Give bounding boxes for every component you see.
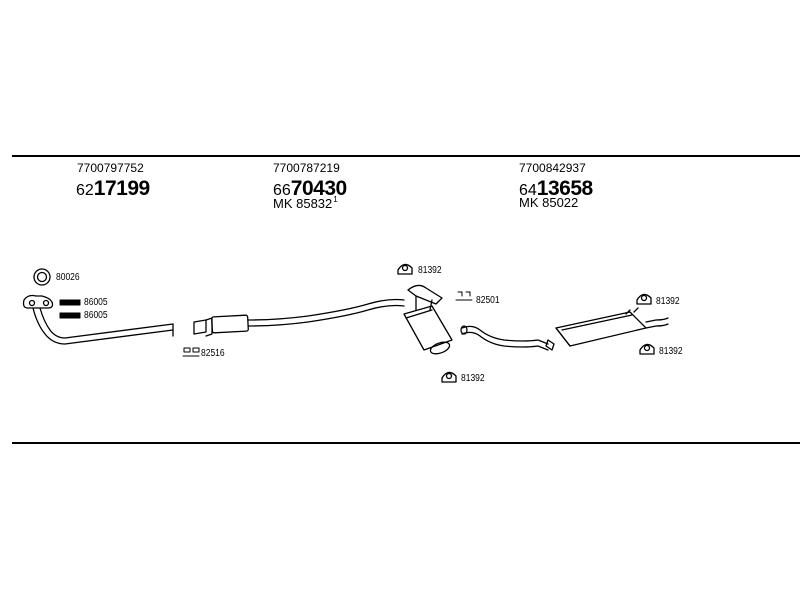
label-81392-lower: 81392: [461, 373, 485, 384]
mk-footnote: 1: [333, 195, 338, 204]
part-number-middle: 6670430: [273, 178, 347, 199]
rear-silencer-13658: [460, 307, 669, 351]
part-main: 13658: [536, 177, 593, 200]
label-82501: 82501: [476, 295, 500, 306]
rubber-hanger-81392-lower: [441, 371, 457, 383]
clamp-82516: [182, 347, 200, 357]
gasket-ring-inner: [36, 271, 48, 283]
part-main: 70430: [290, 177, 347, 200]
part-number-rear: 6413658: [519, 178, 593, 199]
rubber-hanger-81392-right-top: [636, 293, 652, 305]
mk-kit-middle: MK 858321: [273, 195, 338, 211]
part-prefix: 66: [273, 182, 291, 199]
rubber-hanger-81392-right-bottom: [639, 343, 655, 355]
label-81392-top: 81392: [418, 265, 442, 276]
label-80026: 80026: [56, 272, 80, 283]
oe-number-middle: 7700787219: [273, 161, 340, 175]
label-81392-right-top: 81392: [656, 296, 680, 307]
clamp-82501: [455, 291, 473, 301]
label-81392-right-bottom: 81392: [659, 346, 683, 357]
label-86005-b: 86005: [84, 310, 108, 321]
part-prefix: 64: [519, 182, 537, 199]
oe-number-rear: 7700842937: [519, 161, 586, 175]
label-82516: 82516: [201, 348, 225, 359]
rubber-hanger-81392-top: [397, 263, 413, 275]
intermediate-pipe-70430: [193, 298, 405, 337]
bottom-divider: [12, 442, 800, 444]
top-divider: [12, 155, 800, 157]
mk-label: MK 85832: [273, 196, 333, 211]
part-main: 17199: [93, 177, 150, 200]
part-prefix: 62: [76, 182, 94, 199]
gasket-ring-80026: [33, 268, 51, 286]
part-number-front: 6217199: [76, 178, 150, 199]
spring-bolts-86005: [59, 299, 81, 319]
label-86005-a: 86005: [84, 297, 108, 308]
front-pipe-17199: [22, 294, 174, 345]
oe-number-front: 7700797752: [77, 161, 144, 175]
mk-kit-rear: MK 85022: [519, 195, 579, 210]
center-muffler: [403, 284, 453, 355]
